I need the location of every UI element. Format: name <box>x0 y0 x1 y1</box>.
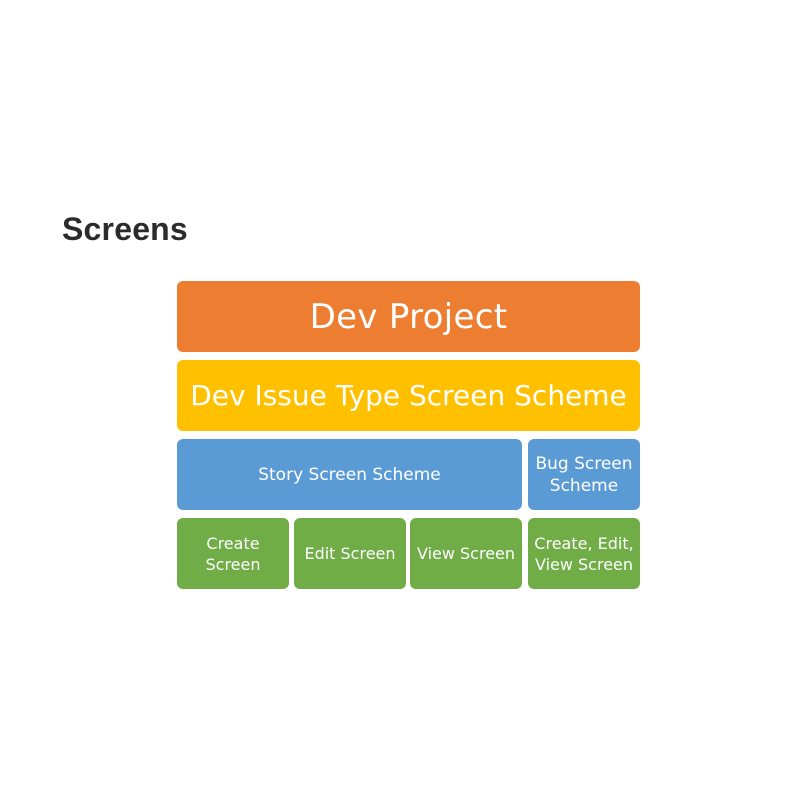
create-edit-view-screen-box: Create, Edit, View Screen <box>528 518 640 589</box>
slide-title: Screens <box>62 211 188 247</box>
dev-project-box: Dev Project <box>177 281 640 352</box>
create-screen-label: Create Screen <box>205 533 261 574</box>
view-screen-box: View Screen <box>410 518 522 589</box>
edit-screen-box: Edit Screen <box>294 518 406 589</box>
create-screen-box: Create Screen <box>177 518 289 589</box>
bug-screen-scheme-box: Bug Screen Scheme <box>528 439 640 510</box>
story-screen-scheme-label: Story Screen Scheme <box>258 464 441 485</box>
issue-type-screen-scheme-label: Dev Issue Type Screen Scheme <box>190 379 627 412</box>
bug-screen-scheme-label: Bug Screen Scheme <box>535 453 633 496</box>
edit-screen-label: Edit Screen <box>304 544 396 563</box>
view-screen-label: View Screen <box>416 544 516 563</box>
create-edit-view-screen-label: Create, Edit, View Screen <box>534 533 634 574</box>
dev-project-label: Dev Project <box>309 296 508 337</box>
issue-type-screen-scheme-box: Dev Issue Type Screen Scheme <box>177 360 640 431</box>
story-screen-scheme-box: Story Screen Scheme <box>177 439 522 510</box>
